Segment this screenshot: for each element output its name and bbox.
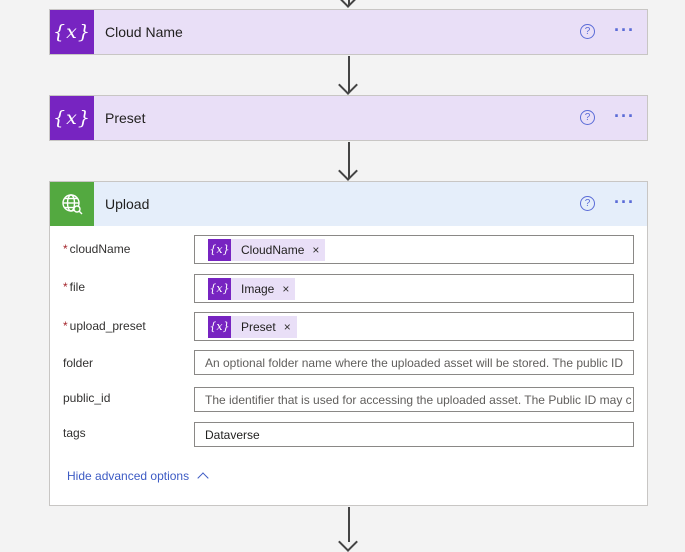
step-header[interactable]: Upload ? ··· [50, 182, 647, 226]
globe-http-icon [50, 182, 94, 226]
more-options-icon[interactable]: ··· [614, 192, 635, 212]
field-label: *file [63, 280, 86, 294]
dynamic-token[interactable]: {x} Preset × [208, 315, 297, 338]
input-value: Dataverse [205, 427, 260, 442]
more-options-icon[interactable]: ··· [614, 106, 635, 126]
field-label: public_id [63, 391, 111, 405]
remove-token-icon[interactable]: × [282, 281, 290, 296]
more-options-icon[interactable]: ··· [614, 20, 635, 40]
field-label: *cloudName [63, 242, 131, 256]
variable-icon: {x} [50, 96, 94, 140]
dynamic-token[interactable]: {x} CloudName × [208, 238, 326, 261]
step-title: Cloud Name [105, 24, 183, 40]
help-icon[interactable]: ? [580, 110, 595, 125]
variable-icon: {x} [50, 10, 94, 54]
help-icon[interactable]: ? [580, 24, 595, 39]
dynamic-token[interactable]: {x} Image × [208, 277, 296, 300]
input-placeholder: An optional folder name where the upload… [205, 355, 624, 370]
input-placeholder: The identifier that is used for accessin… [205, 392, 632, 407]
remove-token-icon[interactable]: × [312, 242, 320, 257]
variable-icon: {x} [208, 277, 231, 300]
help-icon[interactable]: ? [580, 196, 595, 211]
field-label: tags [63, 426, 86, 440]
cloudname-input[interactable]: {x} CloudName × [194, 235, 634, 264]
step-header[interactable]: {x} Cloud Name ? ··· [50, 10, 647, 54]
chevron-up-icon [197, 472, 209, 484]
variable-icon: {x} [208, 238, 231, 261]
step-title: Preset [105, 110, 146, 126]
connector-arrow [338, 0, 360, 10]
connector-arrow [338, 56, 360, 95]
public-id-input[interactable]: The identifier that is used for accessin… [194, 387, 634, 412]
remove-token-icon[interactable]: × [283, 319, 291, 334]
variable-icon: {x} [208, 315, 231, 338]
step-card-preset[interactable]: {x} Preset ? ··· [49, 95, 648, 141]
connector-arrow [338, 142, 360, 181]
step-title: Upload [105, 196, 150, 212]
hide-advanced-options-link[interactable]: Hide advanced options [67, 469, 209, 484]
field-label: *upload_preset [63, 319, 146, 333]
step-card-upload[interactable]: Upload ? ··· *cloudName {x} CloudName × … [49, 181, 648, 506]
file-input[interactable]: {x} Image × [194, 274, 634, 303]
field-label: folder [63, 356, 94, 370]
tags-input[interactable]: Dataverse [194, 422, 634, 447]
step-header[interactable]: {x} Preset ? ··· [50, 96, 647, 140]
folder-input[interactable]: An optional folder name where the upload… [194, 350, 634, 375]
upload-preset-input[interactable]: {x} Preset × [194, 312, 634, 341]
connector-arrow [338, 507, 360, 552]
step-card-cloud-name[interactable]: {x} Cloud Name ? ··· [49, 9, 648, 55]
